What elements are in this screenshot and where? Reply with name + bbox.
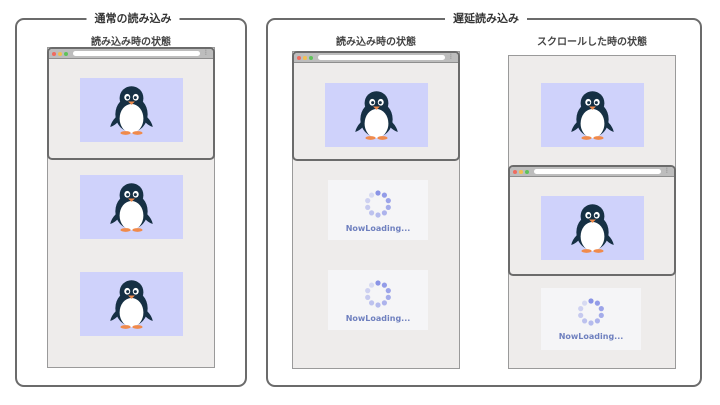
minimize-dot-icon[interactable]: [303, 55, 307, 60]
browser-toolbar: ⋮: [510, 167, 674, 177]
lazy-scroll-image-penguin-1: [541, 83, 644, 147]
lazy-load-browser-viewport: ⋮: [292, 51, 460, 161]
close-dot-icon[interactable]: [52, 51, 56, 56]
penguin-icon: [110, 86, 153, 135]
image-penguin-2: [80, 175, 183, 239]
penguin-icon: [110, 183, 153, 232]
lazy-load-placeholder-1: NowLoading...: [328, 180, 428, 240]
lazy-scroll-image-penguin-2: [541, 196, 644, 260]
loading-spinner-icon: [365, 190, 391, 218]
loading-spinner-icon: [578, 298, 604, 326]
image-penguin-3: [80, 272, 183, 336]
lazy-scroll-browser-viewport: ⋮: [508, 165, 676, 276]
maximize-dot-icon[interactable]: [525, 169, 529, 174]
normal-loading-title: 通常の読み込み: [86, 11, 180, 27]
penguin-icon: [571, 91, 614, 140]
loading-spinner-icon: [365, 280, 391, 308]
lazy-load-state-label: 読み込み時の状態: [336, 37, 416, 48]
loading-text: NowLoading...: [345, 224, 411, 233]
maximize-dot-icon[interactable]: [64, 51, 68, 56]
lazy-load-placeholder-2: NowLoading...: [328, 270, 428, 330]
address-bar[interactable]: [73, 51, 200, 56]
close-dot-icon[interactable]: [297, 55, 301, 60]
address-bar[interactable]: [318, 55, 445, 60]
kebab-menu-icon[interactable]: ⋮: [664, 167, 670, 174]
normal-browser-viewport: ⋮: [47, 47, 215, 160]
address-bar[interactable]: [534, 169, 661, 174]
close-dot-icon[interactable]: [513, 169, 517, 174]
normal-loading-frame: 通常の読み込み: [15, 11, 247, 387]
browser-toolbar: ⋮: [294, 53, 458, 63]
lazy-load-image-penguin: [325, 83, 428, 147]
loading-text: NowLoading...: [345, 314, 411, 323]
minimize-dot-icon[interactable]: [58, 51, 62, 56]
kebab-menu-icon[interactable]: ⋮: [203, 49, 209, 56]
loading-text: NowLoading...: [558, 332, 624, 341]
penguin-icon: [355, 91, 398, 140]
penguin-icon: [110, 280, 153, 329]
lazy-scroll-placeholder: NowLoading...: [541, 288, 641, 350]
lazy-loading-frame: 遅延読み込み: [266, 11, 702, 387]
browser-toolbar: ⋮: [49, 49, 213, 59]
penguin-icon: [571, 204, 614, 253]
minimize-dot-icon[interactable]: [519, 169, 523, 174]
lazy-loading-title: 遅延読み込み: [445, 11, 527, 27]
lazy-scroll-state-label: スクロールした時の状態: [537, 37, 647, 48]
kebab-menu-icon[interactable]: ⋮: [448, 53, 454, 60]
image-penguin-1: [80, 78, 183, 142]
normal-state-label: 読み込み時の状態: [91, 37, 171, 48]
maximize-dot-icon[interactable]: [309, 55, 313, 60]
